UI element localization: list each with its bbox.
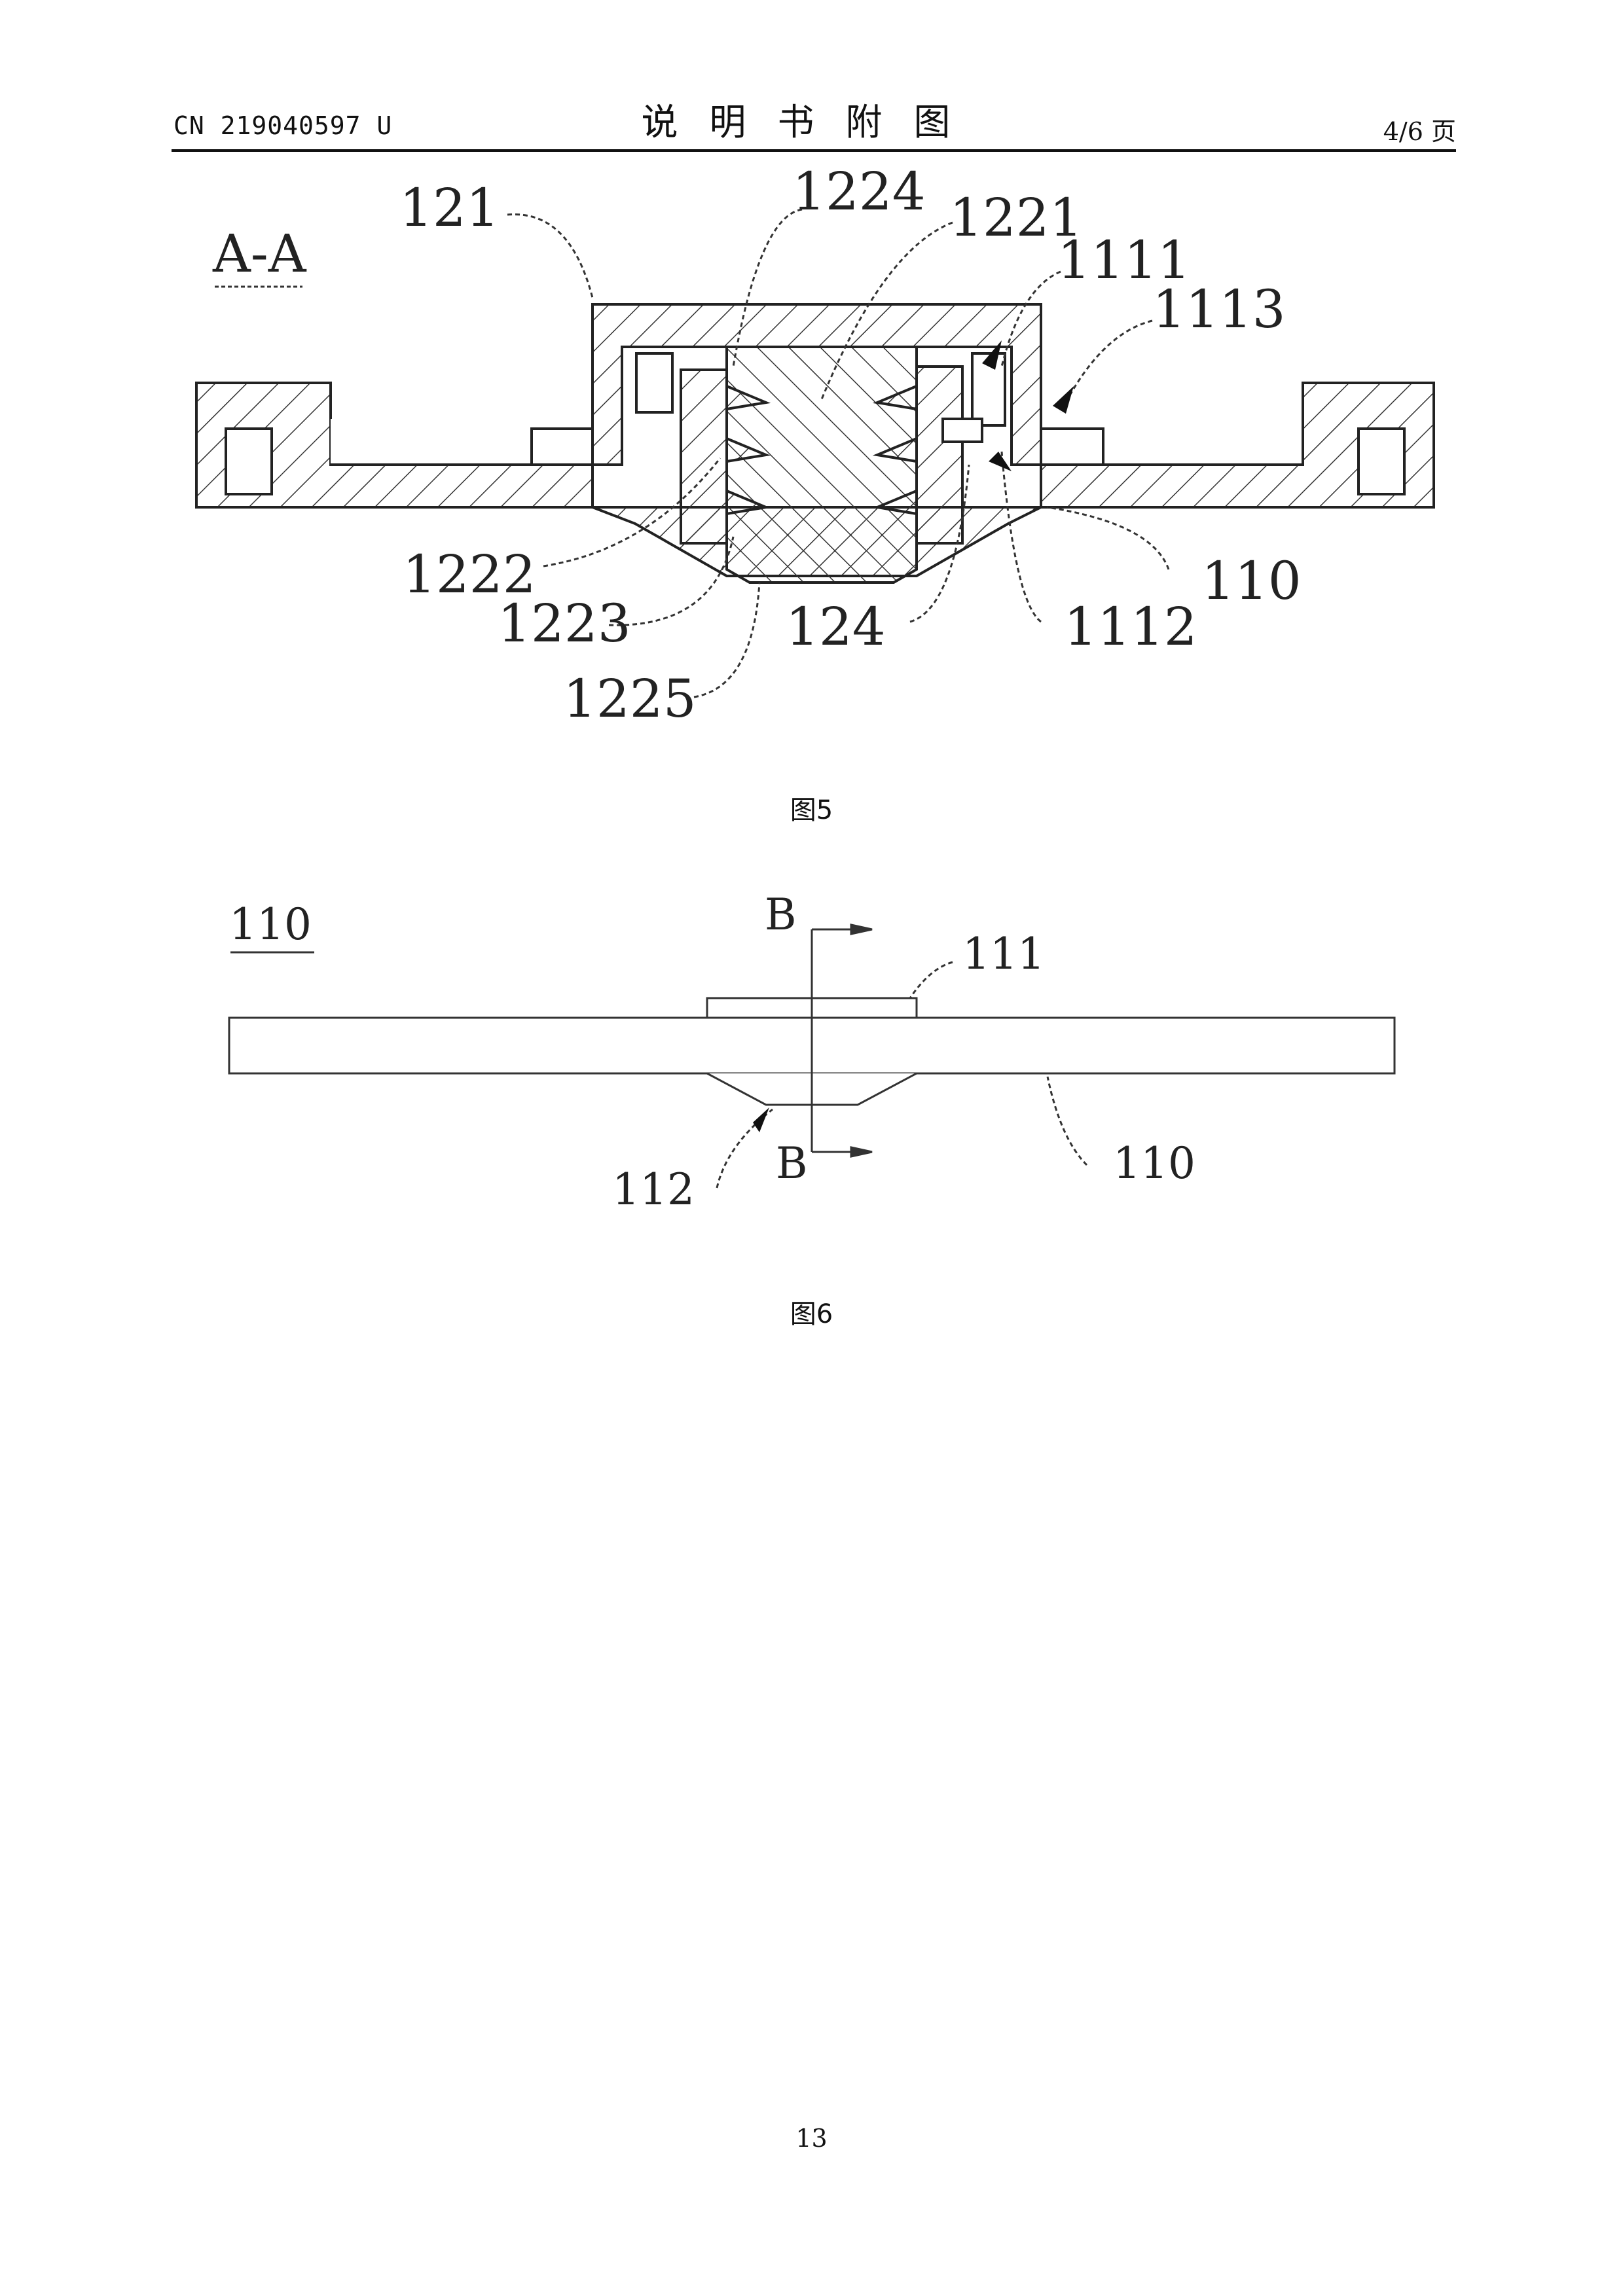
label-121: 121 [399, 177, 500, 238]
center-core-1224 [725, 346, 918, 584]
fig6-leaders [716, 961, 1088, 1189]
figure-6-drawing: 110 B 111 B 112 110 [228, 889, 1396, 1215]
label-b-bottom: B [776, 1138, 808, 1189]
view-label: 110 [229, 899, 312, 950]
label-111: 111 [962, 929, 1045, 979]
arrow-112 [753, 1107, 769, 1132]
label-b-top: B [765, 889, 797, 940]
page-number: 13 [795, 2124, 828, 2153]
label-110: 110 [1201, 550, 1302, 611]
section-line-b [811, 924, 873, 1158]
figure-6-caption: 图6 [790, 1299, 833, 1329]
cap-part-121 [591, 303, 1042, 466]
figure-5-drawing: A-A [195, 161, 1435, 729]
label-1225: 1225 [563, 668, 697, 729]
label-1224: 1224 [792, 161, 926, 222]
section-label-group: A-A [212, 223, 307, 288]
figure-5-caption: 图5 [790, 795, 833, 825]
page-title: 说明书附图 [641, 101, 982, 144]
label-1223: 1223 [498, 593, 631, 654]
patent-number: CN 219040597 U [173, 111, 393, 140]
arrow-heads [982, 340, 1074, 471]
thread-teeth [680, 365, 964, 545]
label-124: 124 [786, 596, 886, 657]
label-1112: 1112 [1064, 596, 1197, 657]
section-label: A-A [212, 223, 307, 284]
label-110-b: 110 [1113, 1138, 1195, 1189]
page-indicator: 4/6 页 [1383, 117, 1456, 146]
label-112: 112 [612, 1164, 695, 1215]
label-1222: 1222 [403, 544, 536, 605]
label-1221: 1221 [949, 187, 1083, 248]
label-1111: 1111 [1057, 230, 1191, 291]
view-label-group: 110 [229, 899, 314, 954]
header-divider [172, 149, 1456, 152]
leader-lines [507, 208, 1170, 698]
label-1113: 1113 [1152, 279, 1286, 340]
